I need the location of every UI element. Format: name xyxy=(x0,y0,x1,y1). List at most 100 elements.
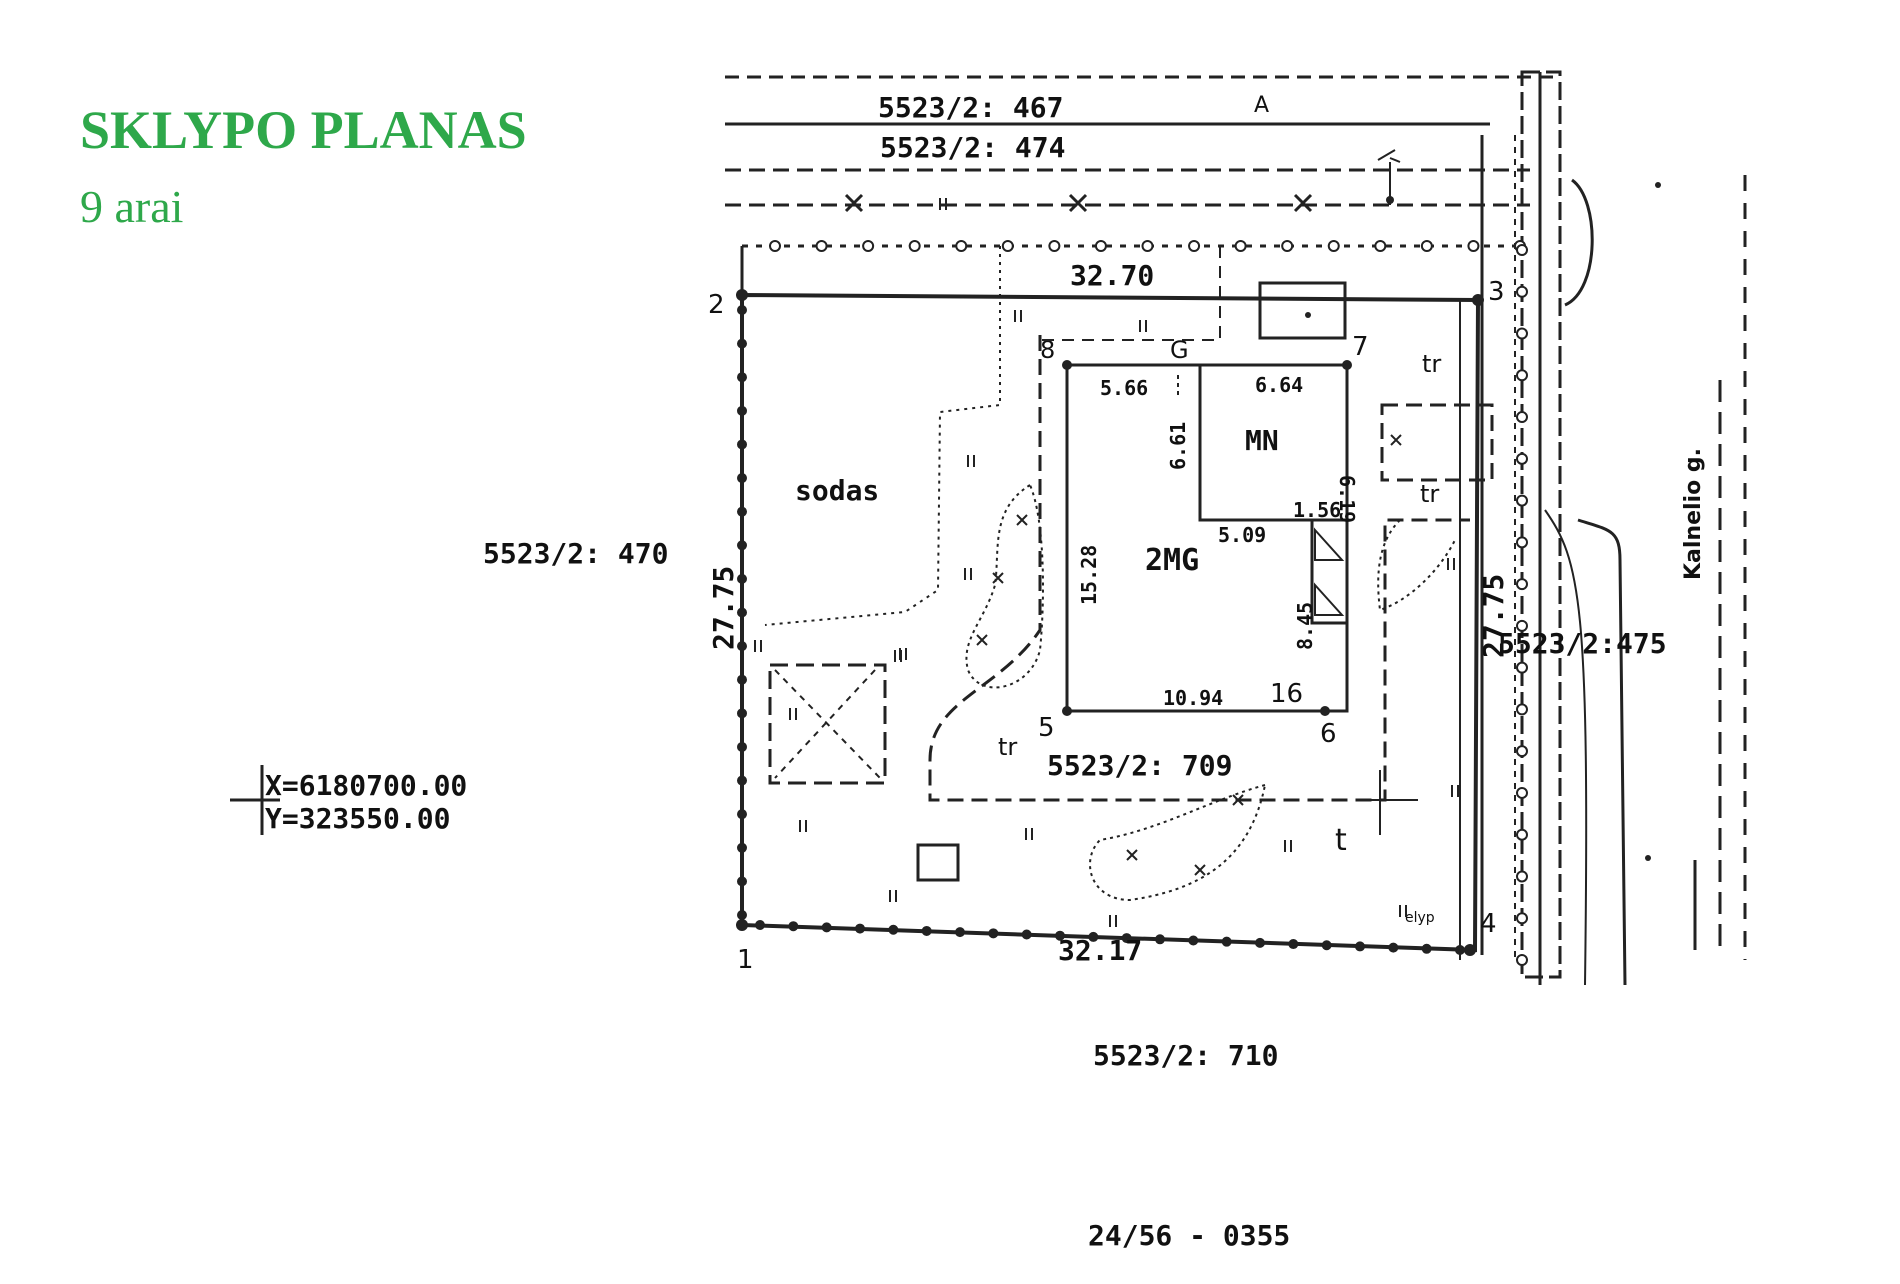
fence-dot xyxy=(1121,933,1132,944)
fence-dot xyxy=(737,439,747,450)
fence-dot xyxy=(1516,703,1528,716)
corner-1: 1 xyxy=(737,945,754,975)
fence-dot xyxy=(1516,578,1528,591)
corner-6: 6 xyxy=(1320,719,1337,749)
fence-dot xyxy=(737,842,747,853)
fence-dot xyxy=(988,928,999,939)
document-id: 24/56 - 0355 xyxy=(1088,1219,1290,1252)
fence-dot xyxy=(821,922,832,933)
t-label: t xyxy=(1335,823,1347,858)
fence-dot xyxy=(1188,240,1201,252)
fence-dot xyxy=(1255,937,1265,948)
fence-dot xyxy=(1234,240,1247,252)
house-label: 2MG xyxy=(1145,543,1199,578)
dim-annex-right: 8.45 xyxy=(1293,602,1317,650)
fence-dot xyxy=(855,923,865,934)
fence-dot xyxy=(737,338,747,349)
plan-title: SKLYPO PLANAS xyxy=(80,100,527,160)
tick-mark xyxy=(1451,785,1459,797)
fence-dot xyxy=(737,910,747,920)
tr-label-right: tr xyxy=(1420,480,1439,508)
dashed-work-zone xyxy=(928,335,1470,802)
fence-dot xyxy=(1516,327,1528,340)
fence-dot xyxy=(1420,240,1433,252)
fence-dot xyxy=(788,921,799,932)
fence-dot xyxy=(737,473,747,484)
fence-dot xyxy=(1288,939,1299,950)
tick-mark xyxy=(1399,905,1407,917)
shrub-blob-bottom xyxy=(1089,783,1267,902)
fence-dot xyxy=(737,876,747,887)
corner-7: 7 xyxy=(1352,332,1369,362)
plot-boundary xyxy=(736,244,1520,960)
tick-mark xyxy=(1284,840,1292,852)
tick-mark xyxy=(1025,828,1033,840)
fence-dot xyxy=(1355,941,1365,952)
x-mark xyxy=(1194,864,1206,876)
dim-west: 27.75 xyxy=(707,566,740,650)
garden-area: sodas xyxy=(764,246,1001,626)
fence-dot xyxy=(1516,745,1528,758)
fence-dot xyxy=(737,741,747,752)
parcel-top-2: 5523/2: 474 xyxy=(880,131,1065,164)
elec-label: elyp xyxy=(1405,910,1435,926)
fence-dot xyxy=(955,927,965,938)
fence-dot xyxy=(1321,940,1332,951)
dim-north: 32.70 xyxy=(1070,259,1154,292)
fence-dot xyxy=(1055,930,1065,941)
fence-dot xyxy=(1001,240,1014,252)
dimension-labels: 32.70 32.17 27.75 27.75 5.66 6.64 15.28 … xyxy=(707,259,1510,967)
fence-dot xyxy=(1327,240,1340,252)
fence-dot xyxy=(1388,942,1399,953)
parcel-top-1: 5523/2: 467 xyxy=(878,91,1063,124)
fence-dot xyxy=(1281,240,1294,252)
fence-dot xyxy=(908,240,921,252)
tick-mark xyxy=(1139,320,1147,332)
fence-dot xyxy=(737,540,747,551)
fence-dot xyxy=(755,920,765,930)
fence-dot xyxy=(1021,929,1032,940)
tick-mark xyxy=(754,640,762,652)
tick-mark xyxy=(967,455,975,467)
dim-house-top-right: 6.64 xyxy=(1255,373,1303,397)
fence-dot xyxy=(1516,870,1528,883)
shrub-blob-left xyxy=(965,483,1044,689)
x-mark xyxy=(1126,849,1138,861)
fence-dot xyxy=(1516,536,1528,549)
vegetation-ticks xyxy=(754,198,1459,927)
road-lines: Kalnelio g. xyxy=(1480,70,1747,986)
parcel-west: 5523/2: 470 xyxy=(483,537,668,570)
dim-mn-right: 6.19 xyxy=(1335,475,1359,523)
tick-mark xyxy=(964,568,972,580)
corner-5: 5 xyxy=(1038,713,1055,743)
fence-dot xyxy=(1155,934,1165,945)
tick-mark xyxy=(1014,310,1022,322)
fence-dot xyxy=(737,809,747,820)
corner-labels: 1 2 3 4 5 6 7 8 16 xyxy=(708,277,1505,975)
corner-2: 2 xyxy=(708,290,725,320)
tick-mark xyxy=(894,650,902,662)
x-mark xyxy=(1016,514,1028,526)
fence-dot xyxy=(1467,240,1480,252)
tick-mark xyxy=(1447,558,1455,570)
fence-dot xyxy=(1516,494,1528,507)
corner-4: 4 xyxy=(1480,909,1497,939)
dim-house-top-left: 5.66 xyxy=(1100,376,1148,400)
fence-dot xyxy=(737,708,747,719)
fence-dot xyxy=(737,573,747,584)
fence-dot xyxy=(1516,619,1528,632)
corner-8: 8 xyxy=(1040,336,1055,364)
tick-mark xyxy=(789,708,797,720)
fence-dot xyxy=(1516,954,1528,966)
parcel-south: 5523/2: 710 xyxy=(1093,1039,1278,1072)
small-structures: tr tr tr t elyp xyxy=(768,281,1494,926)
tick-mark xyxy=(939,198,947,210)
dim-house-left: 15.28 xyxy=(1077,545,1101,605)
garden-label: sodas xyxy=(795,474,879,507)
fence-dots xyxy=(737,240,1528,966)
fence-dot xyxy=(921,925,932,936)
fence-dot xyxy=(1221,936,1232,947)
fence-dot xyxy=(1141,240,1154,252)
fence-dot xyxy=(1455,945,1465,955)
